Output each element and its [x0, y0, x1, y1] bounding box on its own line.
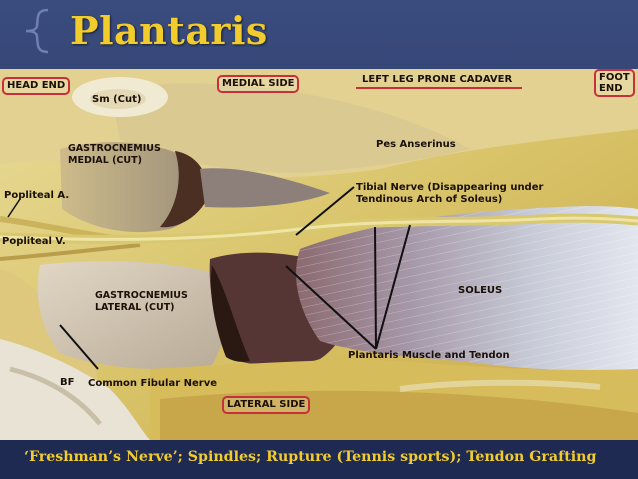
label-popliteal-artery: Popliteal A. [4, 190, 70, 201]
slide-title: Plantaris [70, 8, 268, 53]
label-tibial-nerve-line1: Tibial Nerve (Disappearing under [356, 182, 544, 193]
label-plantaris: Plantaris Muscle and Tendon [348, 350, 510, 361]
label-sm-cut: Sm (Cut) [92, 94, 142, 105]
brace-decoration [25, 8, 49, 54]
label-tibial-nerve: Tibial Nerve (Disappearing under Tendino… [356, 182, 543, 206]
label-foot-end-line1: FOOT [599, 72, 630, 83]
caption-bar [0, 440, 638, 479]
label-gastrocnemius-medial-line2: MEDIAL (CUT) [68, 155, 142, 166]
label-gastrocnemius-lateral-line2: LATERAL (CUT) [95, 302, 175, 313]
label-soleus: SOLEUS [458, 285, 503, 296]
label-gastrocnemius-medial-line1: GASTROCNEMIUS [68, 143, 161, 154]
label-pes-anserinus: Pes Anserinus [376, 139, 456, 150]
label-common-fibular-nerve: Common Fibular Nerve [88, 378, 218, 389]
label-bf: BF [60, 377, 75, 388]
label-gastrocnemius-medial: GASTROCNEMIUS MEDIAL (CUT) [68, 143, 161, 167]
label-tibial-nerve-line2: Tendinous Arch of Soleus) [356, 194, 503, 205]
label-lateral-side: LATERAL SIDE [222, 396, 311, 414]
label-medial-side: MEDIAL SIDE [217, 75, 300, 93]
label-foot-end: FOOT END [594, 69, 635, 97]
label-popliteal-vein: Popliteal V. [2, 236, 66, 247]
dissection-illustration [0, 69, 638, 440]
label-left-leg-prone-cadaver: LEFT LEG PRONE CADAVER [362, 74, 513, 85]
slide-caption: ‘Freshman’s Nerve’; Spindles; Rupture (T… [24, 449, 597, 465]
label-head-end: HEAD END [2, 77, 71, 95]
label-gastrocnemius-lateral-line1: GASTROCNEMIUS [95, 290, 188, 301]
label-gastrocnemius-lateral: GASTROCNEMIUS LATERAL (CUT) [95, 290, 188, 314]
cadaver-photo: HEAD END MEDIAL SIDE LEFT LEG PRONE CADA… [0, 69, 638, 440]
label-foot-end-line2: END [599, 83, 623, 94]
